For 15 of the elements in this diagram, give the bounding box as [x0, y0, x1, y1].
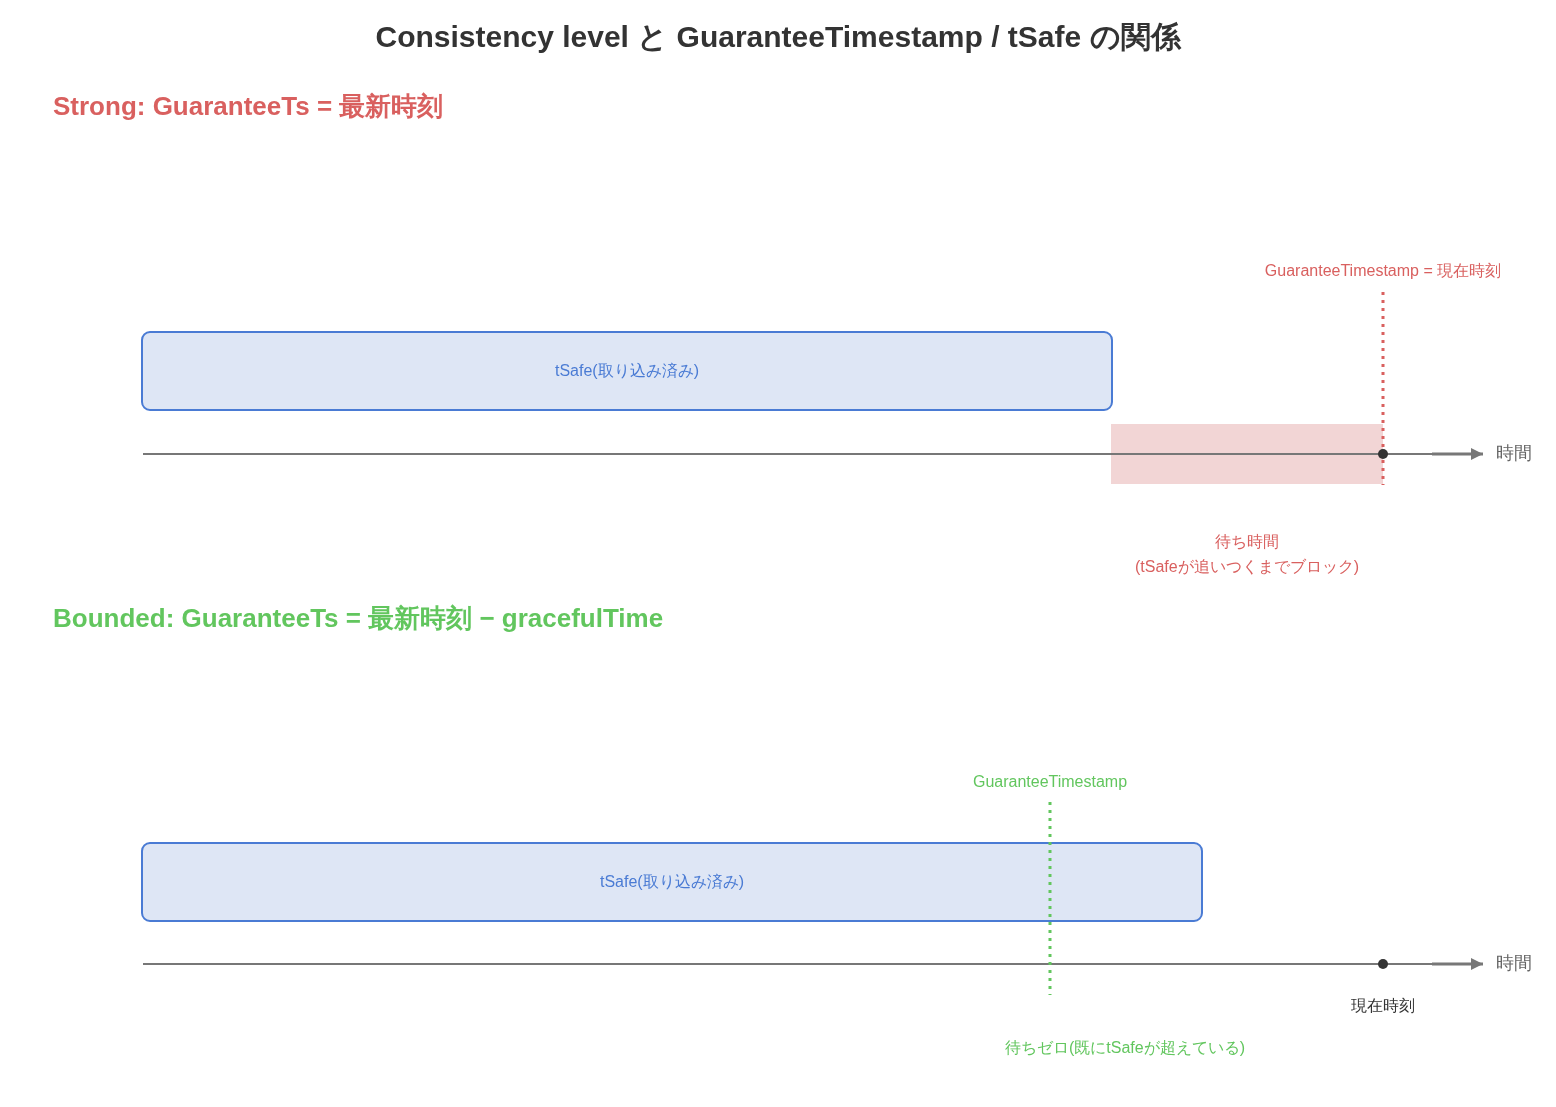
tick-label: 現在時刻 [1351, 996, 1415, 1016]
section-heading: Strong: GuaranteeTs = 最新時刻 [53, 91, 444, 123]
bar-label: tSafe(取り込み済み) [555, 360, 699, 381]
axis-label: 時間 [1496, 953, 1532, 975]
section-heading: Bounded: GuaranteeTs = 最新時刻 − gracefulTime [53, 603, 664, 635]
marker-label: GuaranteeTimestamp = 現在時刻 [1264, 261, 1502, 281]
axis-label: 時間 [1496, 443, 1532, 465]
bar-label: tSafe(取り込み済み) [600, 871, 744, 892]
range-bar [141, 842, 1203, 922]
marker-label: GuaranteeTimestamp [972, 772, 1128, 792]
annotation: 待ちゼロ(既にtSafeが超えている) [1005, 1038, 1245, 1058]
duration-caption: 待ち時間 [1215, 532, 1279, 552]
duration-caption: (tSafeが追いつくまでブロック) [1135, 557, 1359, 577]
diagram-title: Consistency level と GuaranteeTimestamp / tSafe の関係 [375, 19, 1181, 55]
range-bar [141, 331, 1113, 411]
